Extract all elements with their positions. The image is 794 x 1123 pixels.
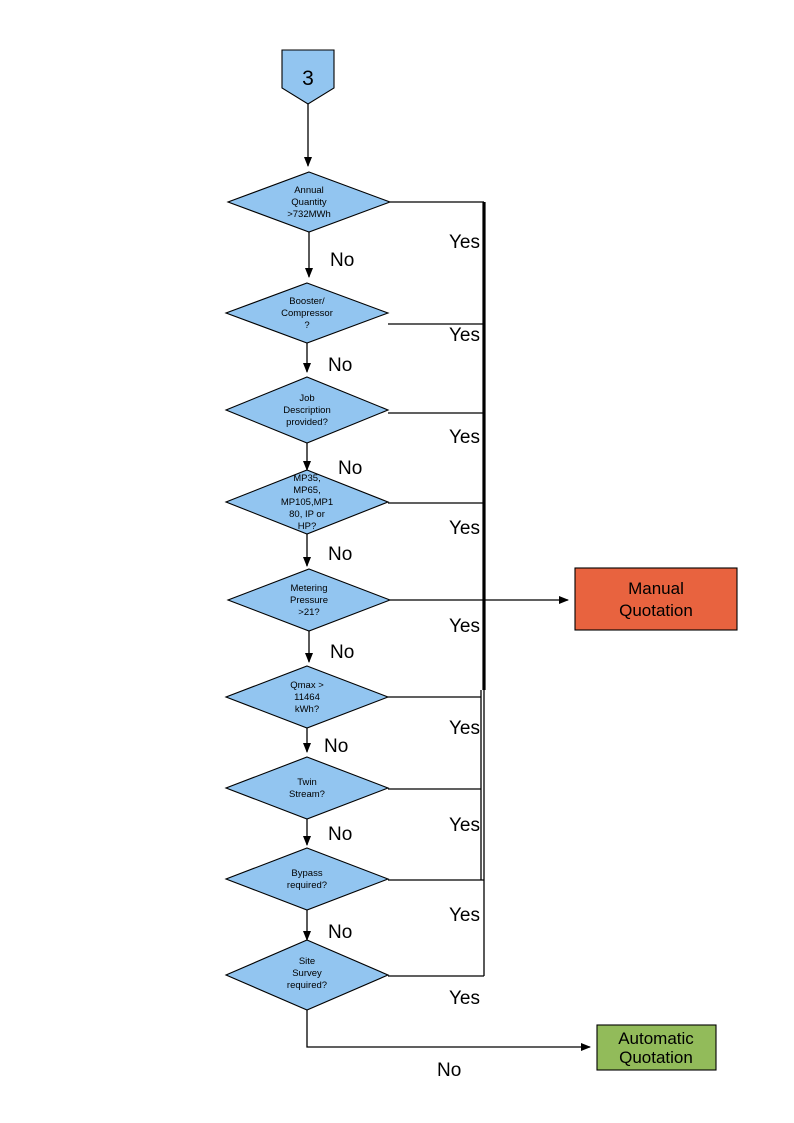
decision-label-line-2: MP65,	[293, 485, 320, 496]
decision-label-line-1: Site	[299, 956, 315, 967]
decision-label-line-1: Qmax >	[290, 680, 324, 691]
terminal-automatic-quotation[interactable]: Automatic Quotation	[596, 1024, 717, 1071]
decision-site-survey[interactable]: Site Survey required?	[224, 939, 390, 1011]
decision-label-line-2: Pressure	[290, 595, 328, 606]
edge-label-booster-compressor-yes: Yes	[449, 325, 480, 346]
decision-label-line-2: Description	[283, 405, 331, 416]
decision-label-line-2: required?	[287, 880, 327, 891]
decision-twin-stream[interactable]: Twin Stream?	[224, 756, 390, 820]
decision-label-line-2: Survey	[292, 968, 322, 979]
edge-label-annual-quantity-no: No	[330, 250, 354, 271]
edge-label-twin-stream-no: No	[328, 824, 352, 845]
decision-label-line-2: 11464	[294, 692, 320, 703]
decision-job-description[interactable]: Job Description provided?	[224, 376, 390, 444]
automatic-quotation-label-line-2: Quotation	[619, 1048, 693, 1067]
decision-label-line-1: Bypass	[291, 868, 322, 879]
decision-label-line-3: kWh?	[295, 704, 319, 715]
decision-label-line-1: Booster/	[289, 296, 325, 307]
edge-label-metering-pressure-no: No	[330, 642, 354, 663]
decision-label-line-3: >732MWh	[287, 209, 331, 220]
decision-label-line-3: required?	[287, 980, 327, 991]
edge-label-site-survey-yes: Yes	[449, 988, 480, 1009]
decision-label-line-3: provided?	[286, 417, 328, 428]
automatic-quotation-label-line-1: Automatic	[618, 1029, 694, 1048]
off-page-connector-shape	[281, 49, 335, 105]
decision-qmax[interactable]: Qmax > 11464 kWh?	[224, 665, 390, 729]
decision-bypass-required[interactable]: Bypass required?	[224, 847, 390, 911]
decision-diamond-shape	[224, 756, 390, 820]
decision-label-line-2: Quantity	[291, 197, 327, 208]
edge-label-bypass-required-yes: Yes	[449, 905, 480, 926]
decision-label-line-1: Metering	[291, 583, 328, 594]
edge-label-bypass-required-no: No	[328, 922, 352, 943]
decision-label-line-1: Annual	[294, 185, 324, 196]
decision-label-line-3: MP105,MP1	[281, 497, 333, 508]
automatic-quotation-box	[596, 1024, 717, 1071]
edge-label-booster-compressor-no: No	[328, 355, 352, 376]
decision-label-line-4: 80, IP or	[289, 509, 325, 520]
terminal-manual-quotation[interactable]: Manual Quotation	[574, 567, 738, 631]
decision-label-line-1: MP35,	[293, 473, 320, 484]
decision-metering-pressure[interactable]: Metering Pressure >21?	[226, 568, 392, 632]
edge-label-job-description-no: No	[338, 458, 362, 479]
decision-diamond-shape	[224, 847, 390, 911]
decision-label-line-1: Job	[299, 393, 314, 404]
edge-label-qmax-no: No	[324, 736, 348, 757]
manual-quotation-label-line-1: Manual	[628, 579, 684, 598]
decision-annual-quantity[interactable]: Annual Quantity >732MWh	[226, 171, 392, 233]
edge-label-twin-stream-yes: Yes	[449, 815, 480, 836]
decision-label-line-3: ?	[304, 320, 309, 331]
decision-label-line-1: Twin	[297, 777, 317, 788]
edge-label-final-no: No	[437, 1060, 461, 1081]
start-node-3[interactable]: 3	[281, 49, 335, 105]
decision-label-line-5: HP?	[298, 521, 316, 532]
decision-label-line-3: >21?	[298, 607, 319, 618]
decision-meter-type[interactable]: MP35, MP65, MP105,MP1 80, IP or HP?	[224, 469, 390, 535]
edge-label-annual-quantity-yes: Yes	[449, 232, 480, 253]
edge-label-metering-pressure-yes: Yes	[449, 616, 480, 637]
start-node-label: 3	[302, 67, 314, 90]
edge-label-meter-type-yes: Yes	[449, 518, 480, 539]
edge-label-qmax-yes: Yes	[449, 718, 480, 739]
connector-site-survey-no-to-automatic-quotation	[306, 1010, 591, 1051]
decision-booster-compressor[interactable]: Booster/ Compressor ?	[224, 282, 390, 344]
manual-quotation-box	[574, 567, 738, 631]
decision-label-line-2: Stream?	[289, 789, 325, 800]
edge-label-meter-type-no: No	[328, 544, 352, 565]
manual-quotation-label-line-2: Quotation	[619, 601, 693, 620]
edge-label-job-description-yes: Yes	[449, 427, 480, 448]
decision-label-line-2: Compressor	[281, 308, 333, 319]
